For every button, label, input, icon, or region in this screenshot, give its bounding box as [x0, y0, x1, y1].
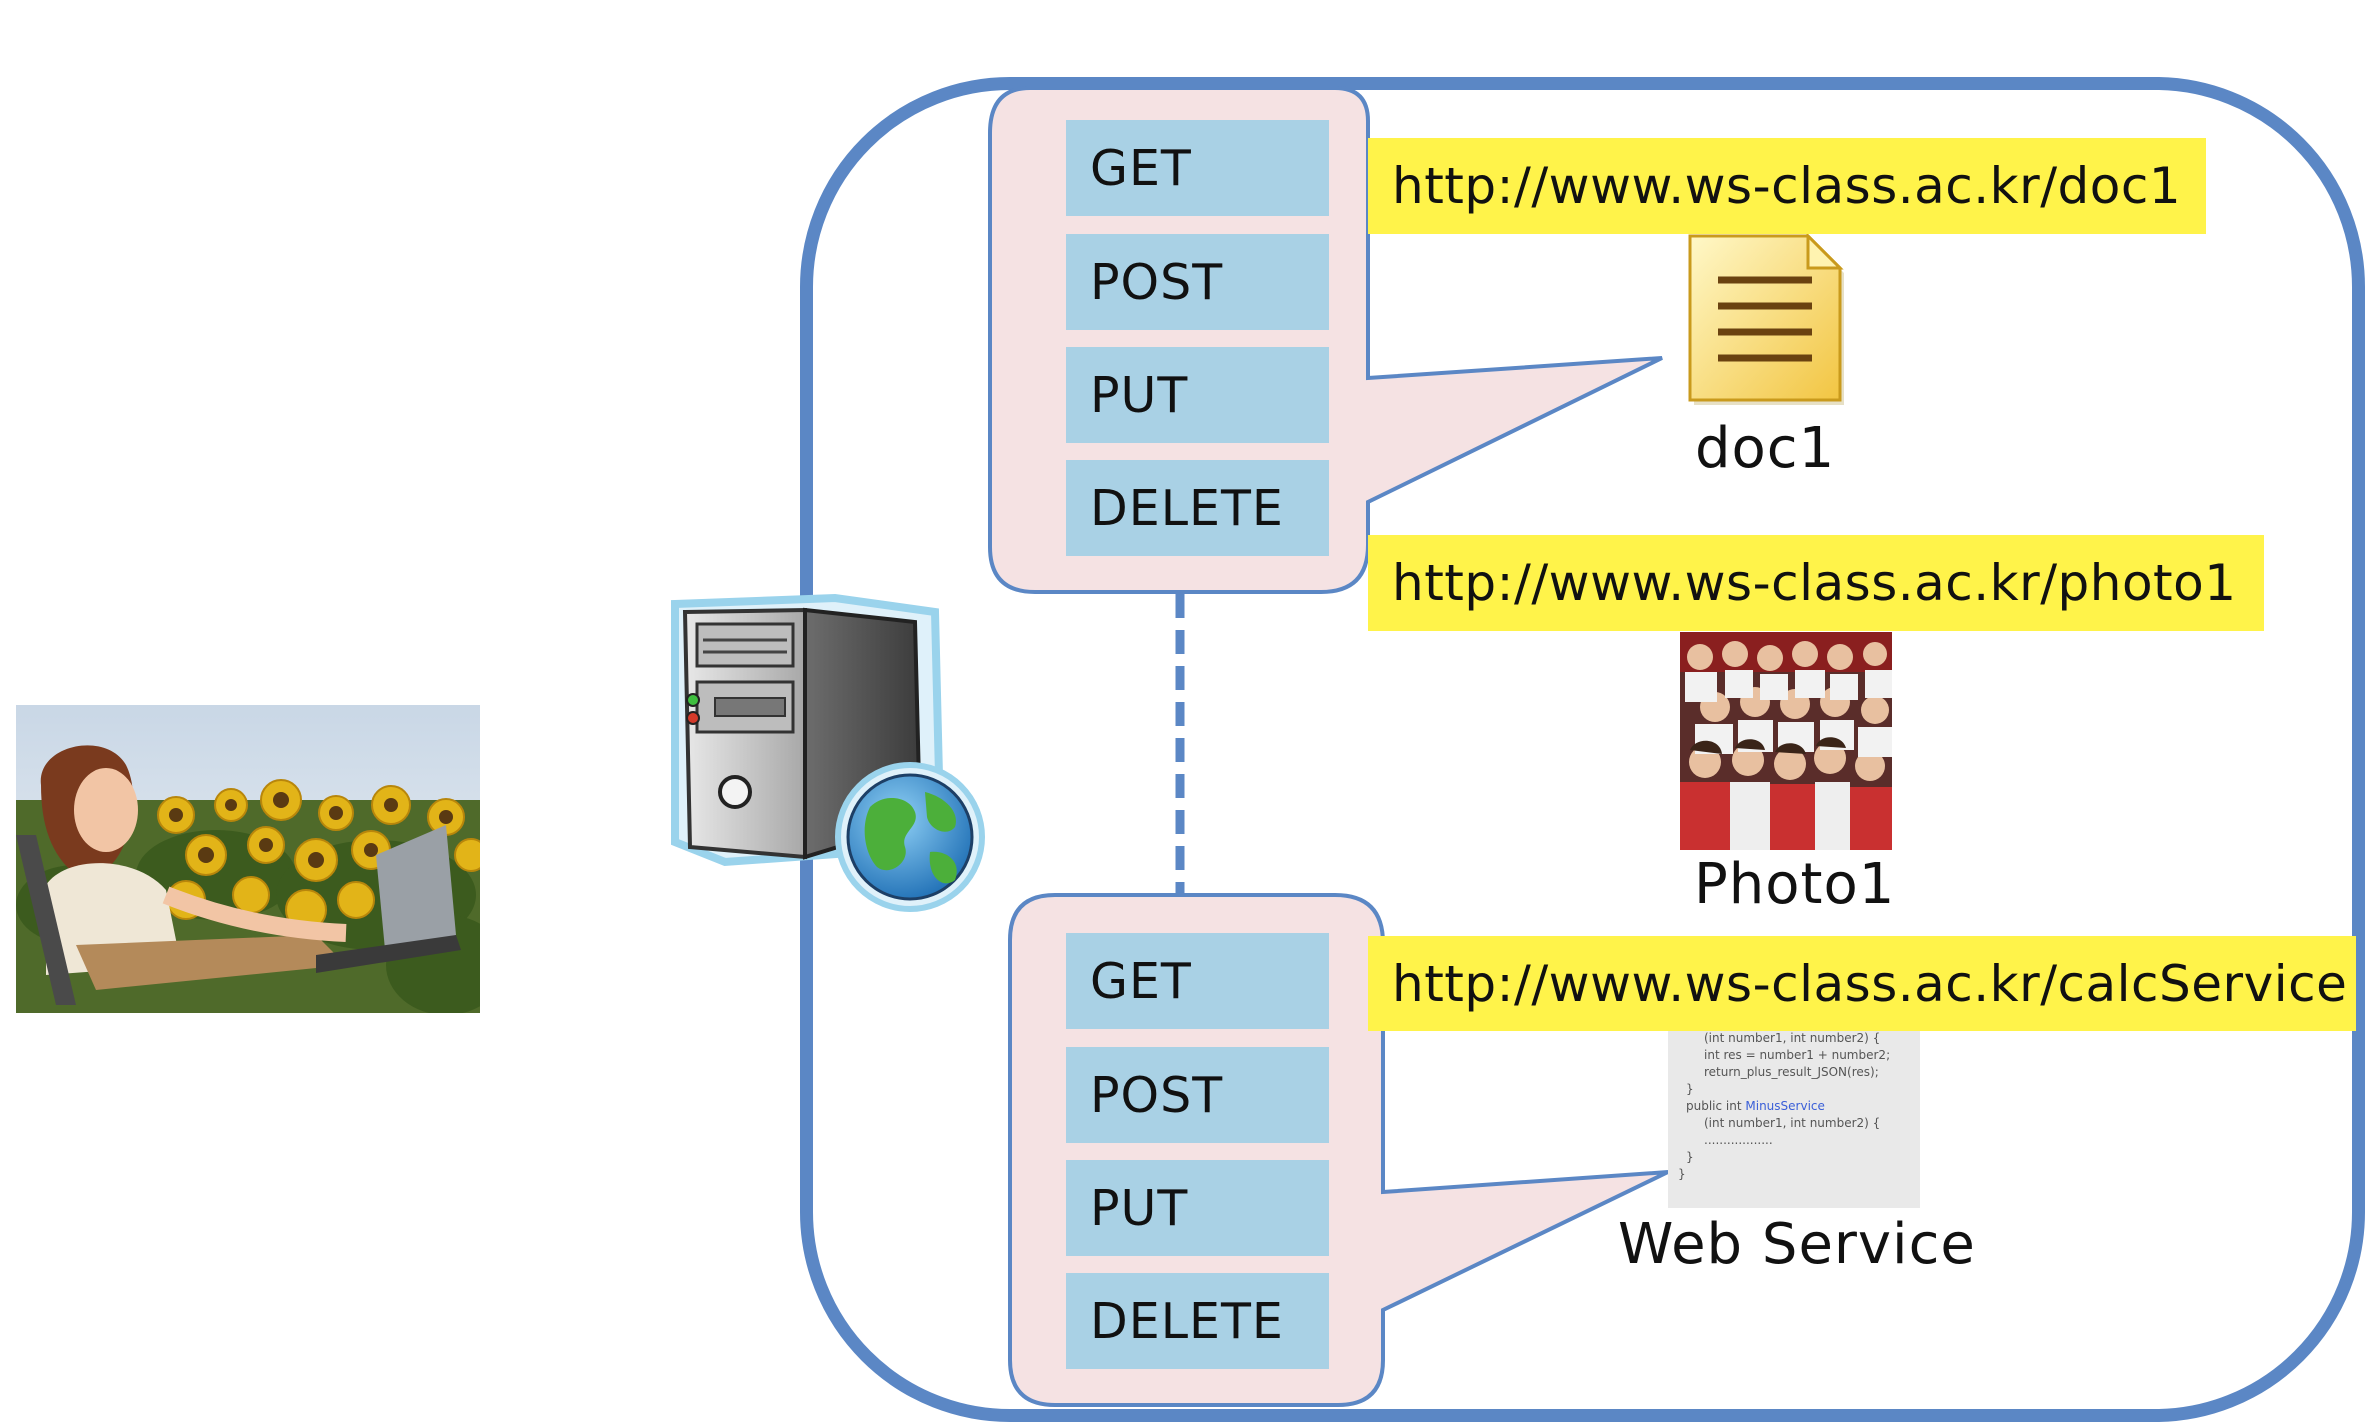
resource-label-web-service: Web Service [1618, 1212, 1976, 1277]
method-put-lower: PUT [1066, 1160, 1329, 1256]
resource-label-doc1: doc1 [1695, 416, 1836, 481]
group-photo [1680, 632, 1892, 850]
code-line: .................. [1704, 1133, 1773, 1147]
web-server-globe-icon [665, 592, 1005, 942]
method-get-lower: GET [1066, 933, 1329, 1029]
code-line: } [1678, 1167, 1686, 1181]
code-line: } [1686, 1150, 1694, 1164]
code-line: return_plus_result_JSON(res); [1704, 1065, 1879, 1079]
code-line: int res = number1 + number2; [1704, 1048, 1891, 1062]
url-photo1[interactable]: http://www.ws-class.ac.kr/photo1 [1368, 535, 2264, 631]
method-post-upper: POST [1066, 234, 1329, 330]
method-delete-lower: DELETE [1066, 1273, 1329, 1369]
resource-label-photo1: Photo1 [1694, 852, 1896, 917]
document-icon [1680, 228, 1850, 413]
code-line: (int number1, int number2) { [1704, 1116, 1881, 1130]
url-doc1[interactable]: http://www.ws-class.ac.kr/doc1 [1368, 138, 2206, 234]
method-post-lower: POST [1066, 1047, 1329, 1143]
url-calc-service[interactable]: http://www.ws-class.ac.kr/calcService [1368, 936, 2356, 1031]
client-user-photo [16, 705, 480, 1013]
code-line-signature: public int MinusService [1686, 1099, 1825, 1113]
code-line: (int number1, int number2) { [1704, 1031, 1881, 1045]
code-snippet: (int number1, int number2) { int res = n… [1668, 1030, 1920, 1208]
method-delete-upper: DELETE [1066, 460, 1329, 556]
code-line: } [1686, 1082, 1694, 1096]
method-get-upper: GET [1066, 120, 1329, 216]
method-put-upper: PUT [1066, 347, 1329, 443]
